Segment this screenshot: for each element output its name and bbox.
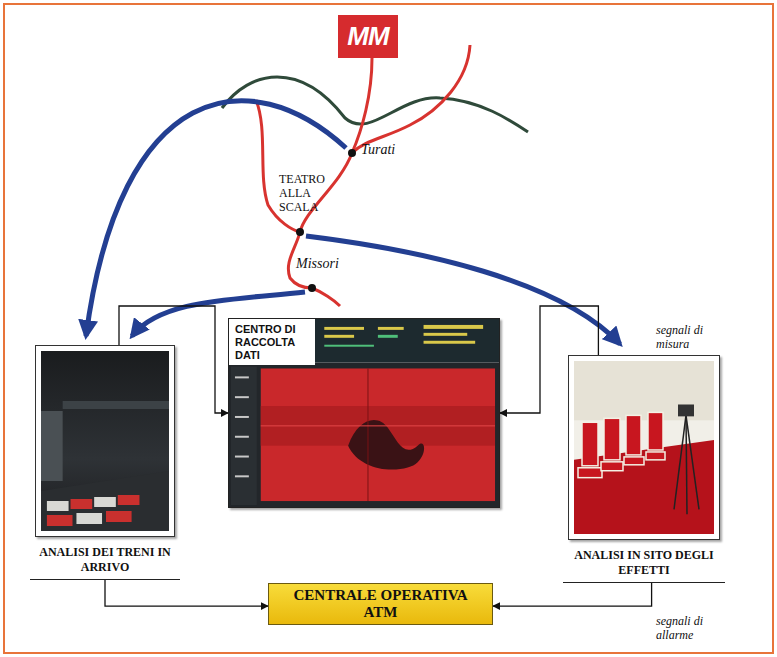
photo-panel: ANALISI DEI TRENI IN ARRIVO [35, 345, 175, 580]
box-title: CENTRO DI RACCOLTA DATI [235, 323, 311, 362]
logo-text: MM [347, 21, 388, 52]
station-dot [308, 284, 316, 292]
station-label: Turati [361, 142, 421, 158]
data-center-box: CENTRO DI RACCOLTA DATI [228, 318, 500, 508]
box-title: CENTRALE OPERATIVA ATM [279, 587, 482, 621]
place-label: TEATRO ALLA SCALA [279, 172, 341, 214]
control-room-box: CENTRALE OPERATIVA ATM [268, 583, 493, 625]
red-line [352, 45, 470, 153]
signal-label: segnali di misura [656, 323, 720, 351]
blue-arrow [86, 101, 346, 336]
signal-connector [493, 583, 652, 606]
signal-label: segnali di allarme [656, 614, 720, 642]
station-label: Missori [296, 256, 356, 272]
photo-frame [35, 345, 175, 537]
photo-caption: ANALISI IN SITO DEGLI EFFETTI [563, 548, 725, 578]
blue-arrow [306, 236, 620, 344]
station-dot [296, 228, 304, 236]
photo-frame [568, 355, 720, 540]
signal-connector [105, 580, 268, 606]
photo-caption: ANALISI DEI TRENI IN ARRIVO [30, 545, 180, 575]
metro-logo: MM [338, 15, 398, 58]
station-dot [348, 149, 356, 157]
photo-panel: ANALISI IN SITO DEGLI EFFETTI [568, 355, 720, 583]
